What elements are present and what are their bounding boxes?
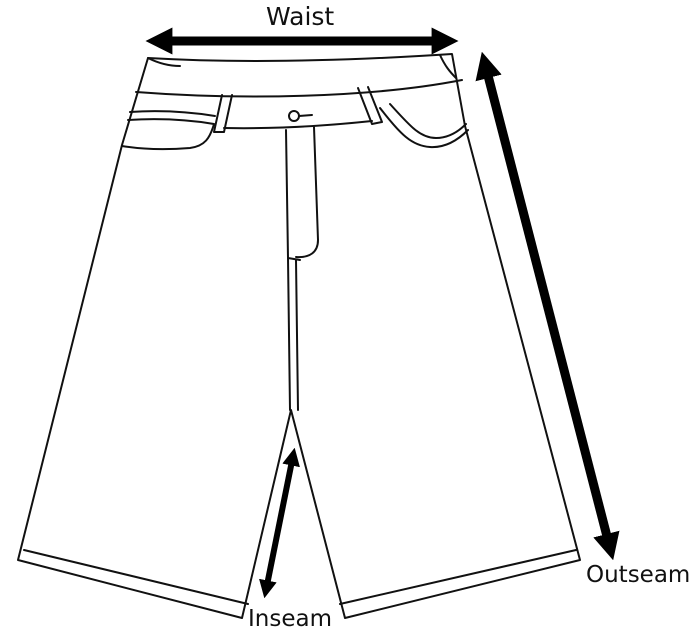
waistband-front-edge — [223, 120, 373, 130]
button-hole — [298, 114, 313, 117]
pocket-right-stitch — [389, 103, 467, 139]
pocket-left-outer — [121, 118, 215, 151]
waist-label: Waist — [266, 2, 335, 31]
waistband-bottom-line — [135, 79, 463, 98]
inseam-arrow — [259, 447, 300, 599]
pocket-right-outer — [379, 107, 469, 149]
belt-loop-left — [213, 94, 233, 133]
belt-loop-right — [357, 86, 383, 125]
inseam-label: Inseam — [248, 606, 332, 632]
outseam-arrow — [475, 51, 620, 561]
waistband-inner-top — [439, 54, 457, 79]
shorts-drawing — [17, 53, 581, 619]
waistband-top-line — [147, 57, 181, 67]
measurement-arrows — [145, 27, 620, 599]
hem-left — [23, 549, 249, 605]
fly-stitch — [295, 126, 319, 259]
shorts-outline — [17, 53, 581, 619]
waist-button — [288, 110, 300, 122]
pocket-left-stitch — [129, 110, 216, 117]
center-seam — [287, 257, 299, 411]
outseam-label: Outseam — [586, 562, 691, 588]
